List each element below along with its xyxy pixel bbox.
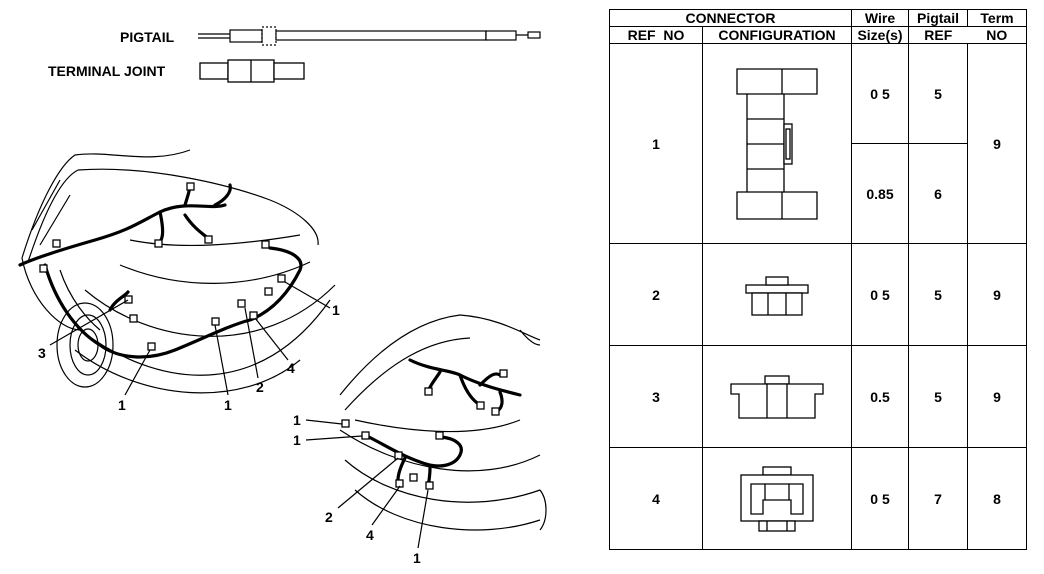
- callout-label: 4: [287, 360, 295, 376]
- config-cell: [702, 345, 852, 448]
- header-connector: CONNECTOR: [609, 9, 852, 27]
- ref-cell: 4: [609, 447, 703, 550]
- terminal-joint-icon: [199, 59, 305, 83]
- callout-label: 2: [256, 379, 264, 395]
- wire-size-cell: 0 5: [851, 447, 909, 550]
- header-configuration: CONFIGURATION: [702, 26, 852, 44]
- table-row: 4 0 5 7 8: [609, 447, 1027, 550]
- ref-cell: 3: [609, 345, 703, 448]
- ref-cell: 1: [609, 43, 703, 244]
- pigtail-icon: [198, 26, 541, 46]
- pigtail-cell: 5: [908, 345, 968, 448]
- car-rear-view-2: [339, 314, 547, 531]
- table-row: 1 0 5 5 9: [609, 43, 1027, 244]
- callout-label: 1: [332, 302, 340, 318]
- callout-label: 1: [413, 550, 421, 566]
- callout-label: 3: [38, 345, 46, 361]
- connector-2-icon: [745, 275, 809, 316]
- header-wire: Wire: [851, 9, 909, 27]
- harness-illustration: PIGTAIL TERMINAL JOINT: [18, 26, 547, 566]
- wire-size-cell: 0 5: [851, 243, 909, 346]
- header-pigtail: Pigtail: [908, 9, 968, 27]
- term-cell: 8: [967, 447, 1027, 550]
- leader-lines-1: [49, 281, 331, 396]
- table-row: 3 0.5 5 9: [609, 345, 1027, 448]
- connector-1-icon: [736, 67, 818, 220]
- callout-label: 1: [293, 432, 301, 448]
- pigtail-cell: 5: [908, 243, 968, 346]
- pigtail-label: PIGTAIL: [120, 29, 175, 45]
- term-cell: 9: [967, 345, 1027, 448]
- term-cell: 9: [967, 243, 1027, 346]
- table-row: 0.85 6: [610, 143, 1027, 244]
- connector-reference-table: CONNECTOR Wire Pigtail Term REF NO CONFI…: [609, 9, 1027, 550]
- harness-connectors-1: [39, 182, 286, 351]
- connector-4-icon: [740, 465, 814, 532]
- header-no-split: NO: [967, 26, 1027, 44]
- leader-lines-2: [305, 419, 429, 549]
- callouts-2: 1 1 2 4 1: [293, 412, 421, 566]
- callout-label: 4: [366, 527, 374, 543]
- header-ref-no: REF NO: [609, 26, 703, 44]
- wire-size-cell: 0.85: [851, 143, 909, 244]
- header-ref-split: REF: [908, 26, 968, 44]
- callouts-1: 3 1 1 2 4 1: [38, 302, 340, 413]
- callout-label: 1: [118, 397, 126, 413]
- connector-3-icon: [730, 374, 824, 419]
- terminal-joint-label: TERMINAL JOINT: [48, 63, 166, 79]
- table-row: 2 0 5 5 9: [609, 243, 1027, 346]
- wire-size-cell: 0 5: [851, 43, 909, 144]
- callout-label: 1: [293, 412, 301, 428]
- config-cell: [702, 447, 852, 550]
- ref-cell: 2: [609, 243, 703, 346]
- callout-label: 1: [224, 397, 232, 413]
- pigtail-cell: 7: [908, 447, 968, 550]
- wire-size-cell: 0.5: [851, 345, 909, 448]
- header-term: Term: [967, 9, 1027, 27]
- pigtail-cell: 6: [908, 143, 968, 244]
- table-header-row-1: CONNECTOR Wire Pigtail Term: [609, 9, 1027, 27]
- pigtail-cell: 5: [908, 43, 968, 144]
- table-header-row-2: REF NO CONFIGURATION Size(s) REF NO: [609, 26, 1027, 44]
- config-cell: [702, 243, 852, 346]
- term-cell: 9: [967, 43, 1027, 244]
- wiring-harness-1: [18, 183, 303, 359]
- car-rear-view-1: [21, 149, 336, 394]
- harness-connectors-2: [341, 369, 508, 490]
- callout-label: 2: [325, 509, 333, 525]
- header-wire-sizes: Size(s): [851, 26, 909, 44]
- config-cell: [702, 43, 852, 244]
